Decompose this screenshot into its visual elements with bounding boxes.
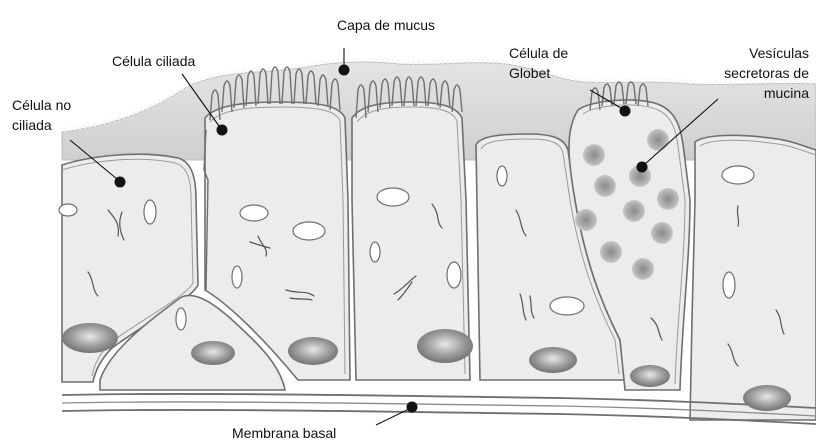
label-mucus-layer: Capa de mucus — [337, 17, 435, 33]
label-goblet-cell-line2: Globet — [509, 65, 550, 81]
label-nonciliated-cell-line2: ciliada — [12, 117, 52, 133]
nucleus — [743, 385, 791, 411]
vesicle — [651, 222, 673, 244]
label-vesicles-line2: secretoras de — [724, 65, 809, 81]
label-ciliated-cell: Célula ciliada — [112, 53, 195, 69]
vesicle — [632, 258, 654, 280]
vesicle — [600, 241, 622, 263]
vesicle — [623, 200, 645, 222]
label-goblet-cell-line1: Célula de — [509, 45, 568, 61]
nucleus — [529, 347, 577, 373]
vesicle — [594, 175, 616, 197]
nucleus — [417, 329, 473, 363]
nucleus — [191, 341, 235, 365]
label-basal-membrane: Membrana basal — [232, 425, 336, 441]
vesicle — [647, 129, 669, 151]
label-nonciliated-cell-line1: Célula no — [12, 97, 71, 113]
vesicle — [575, 209, 597, 231]
label-vesicles-line3: mucina — [764, 85, 809, 101]
nucleus — [630, 365, 670, 387]
label-vesicles-line1: Vesículas — [749, 45, 809, 61]
vesicle — [583, 144, 605, 166]
vesicle — [657, 188, 679, 210]
nucleus — [288, 337, 338, 365]
nucleus — [62, 323, 118, 353]
